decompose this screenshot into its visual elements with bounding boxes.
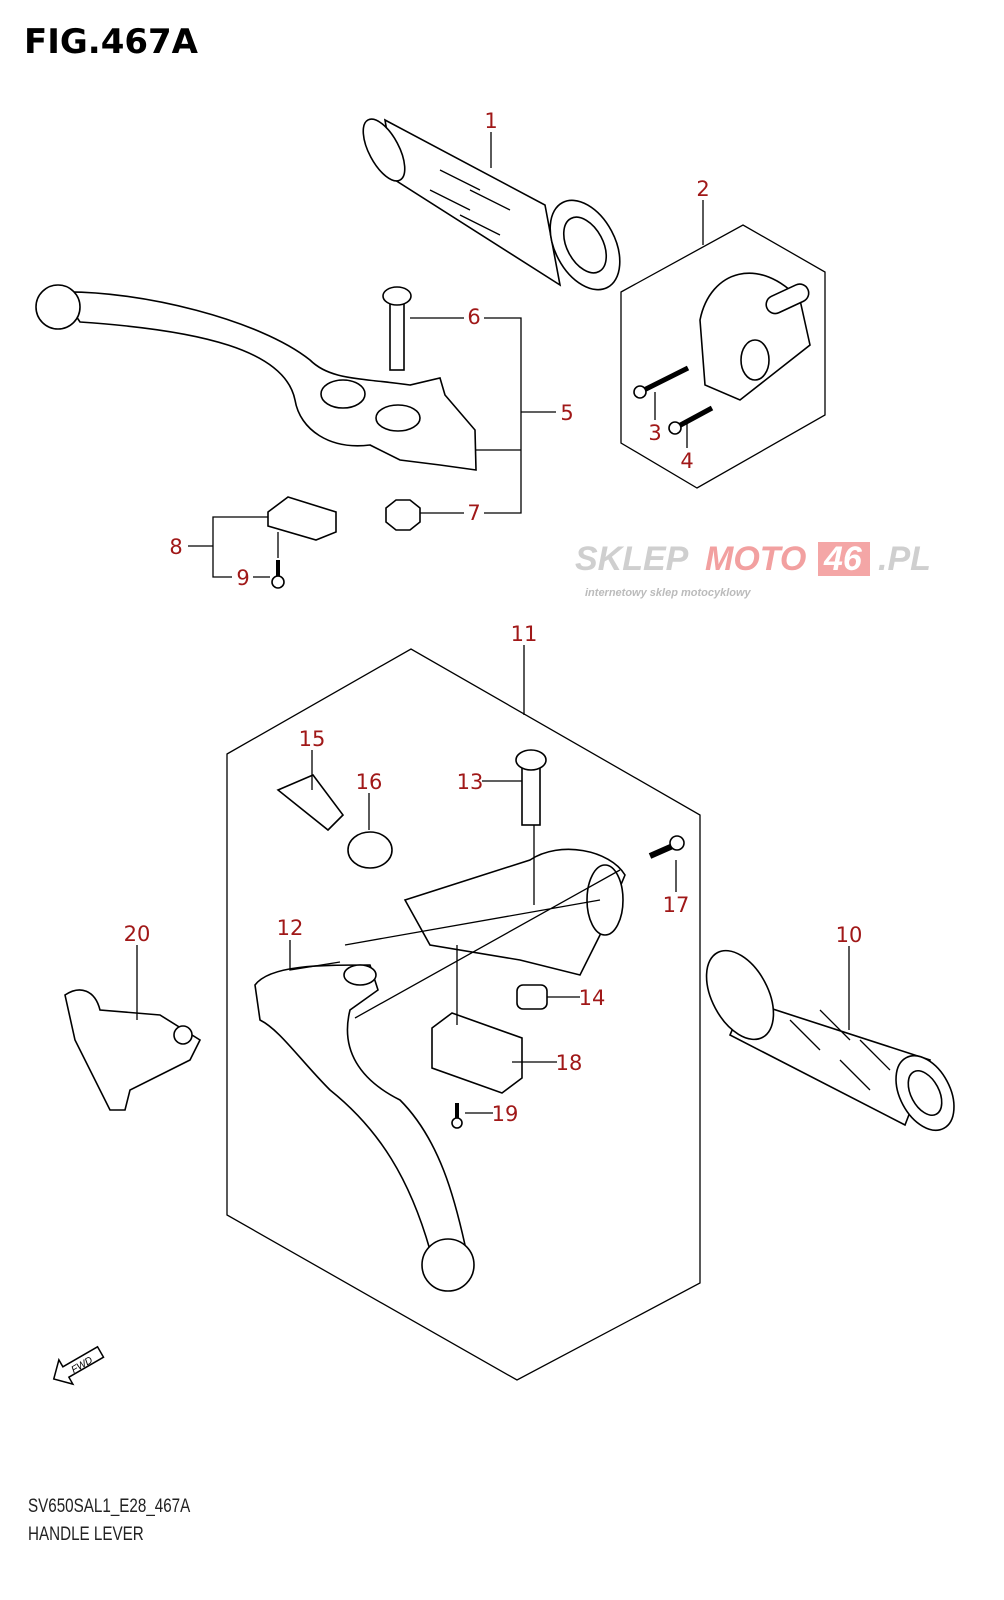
part-screw-9[interactable] [271,560,285,589]
part-screw-19[interactable] [451,1103,463,1129]
callout-1[interactable]: 1 [484,109,497,133]
callout-11[interactable]: 11 [511,622,538,646]
callout-18[interactable]: 18 [556,1051,583,1075]
watermark-text-pl: .PL [878,540,931,578]
part-adjuster-15[interactable] [276,774,345,832]
fwd-arrow-icon: FWD [52,1345,105,1386]
part-clutch-lever[interactable] [254,964,475,1292]
part-throttle-housing[interactable] [699,272,812,401]
callout-3[interactable]: 3 [648,421,661,445]
figure-title: FIG.467A [24,22,198,62]
part-clutch-switch[interactable] [431,1012,523,1094]
watermark-text-46: 46 [823,540,863,578]
part-brake-lever[interactable] [35,284,477,471]
part-pivot-bolt[interactable] [382,286,412,371]
part-screw-3[interactable] [633,365,690,399]
callout-19[interactable]: 19 [492,1102,519,1126]
part-brake-switch[interactable] [267,496,337,541]
callout-10[interactable]: 10 [836,923,863,947]
part-lever-holder[interactable] [403,848,626,976]
part-grip-left[interactable] [355,113,634,302]
part-bolt-17[interactable] [648,835,685,859]
figure-name: HANDLE LEVER [28,1524,144,1545]
callout-17[interactable]: 17 [663,893,690,917]
callout-15[interactable]: 15 [299,727,326,751]
callout-12[interactable]: 12 [277,916,304,940]
callout-9[interactable]: 9 [236,566,249,590]
callout-5[interactable]: 5 [560,401,573,425]
part-nut[interactable] [385,499,421,531]
callout-7[interactable]: 7 [467,501,480,525]
watermark-subtitle: internetowy sklep motocyklowy [585,587,752,599]
assembly-box-11 [226,648,701,1381]
callout-4[interactable]: 4 [680,449,693,473]
watermark-text-sklep: SKLEP [575,540,689,578]
part-grip-right[interactable] [693,939,966,1140]
watermark-badge [818,542,870,576]
assembly-box-2 [620,224,826,489]
part-hot-start-lever[interactable] [64,989,202,1111]
callout-13[interactable]: 13 [457,770,484,794]
watermark-text-moto: MOTO [705,540,806,578]
callout-6[interactable]: 6 [467,305,480,329]
fwd-label: FWD [70,1355,95,1376]
part-nut-14[interactable] [516,984,548,1010]
callout-2[interactable]: 2 [696,177,709,201]
callout-8[interactable]: 8 [169,535,182,559]
callout-20[interactable]: 20 [124,922,151,946]
part-locknut-16[interactable] [347,831,393,869]
part-pivot-bolt-13[interactable] [515,749,547,826]
callout-14[interactable]: 14 [579,986,606,1010]
leader-lines [136,132,850,1114]
figure-code: SV650SAL1_E28_467A [28,1496,191,1517]
watermark: SKLEP MOTO 46 .PL internetowy sklep moto… [575,540,931,599]
callout-16[interactable]: 16 [356,770,383,794]
part-screw-4[interactable] [668,405,714,435]
